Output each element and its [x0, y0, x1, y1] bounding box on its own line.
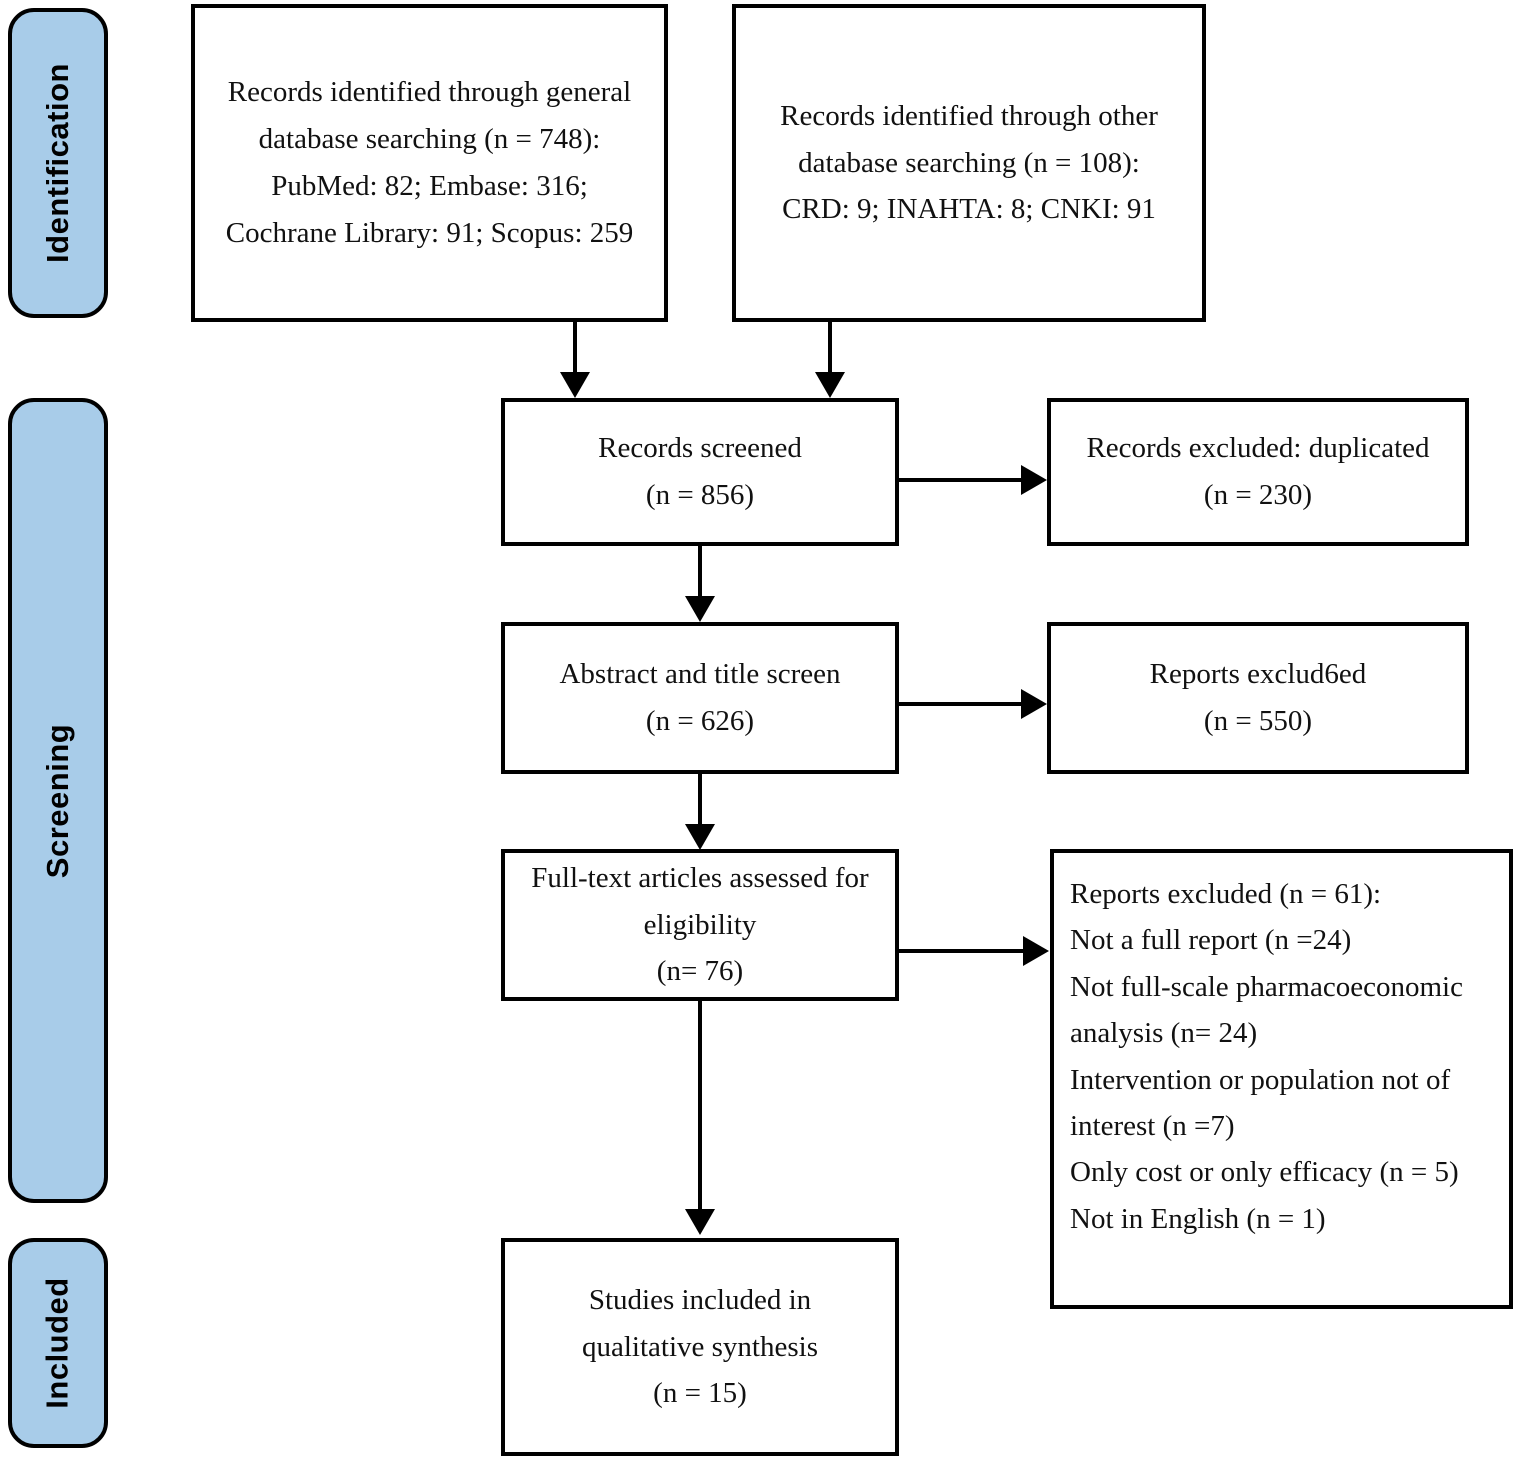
stage-bar-included: Included	[8, 1238, 108, 1448]
arrowhead-screened-to-excluded	[1021, 465, 1047, 495]
box-records-screened: Records screened (n = 856)	[501, 398, 899, 546]
box-line: (n= 76)	[656, 955, 744, 988]
box-line: Records excluded: duplicated	[1086, 432, 1430, 465]
box-line: Studies included in	[588, 1283, 812, 1316]
box-studies-included: Studies included in qualitative synthesi…	[501, 1238, 899, 1456]
stage-label-included: Included	[40, 1277, 76, 1409]
box-fulltext-articles-assessed: Full-text articles assessed for eligibil…	[501, 849, 899, 1001]
stage-label-identification: Identification	[40, 63, 76, 263]
connector-screened-to-abstract	[698, 546, 702, 598]
box-line: Only cost or only efficacy (n = 5)	[1070, 1156, 1459, 1189]
box-line: PubMed: 82; Embase: 316;	[271, 170, 588, 202]
connector-fulltext-to-exclusion-reasons	[899, 949, 1025, 953]
box-line: eligibility	[643, 908, 757, 941]
box-line: qualitative synthesis	[582, 1330, 818, 1363]
box-line: database searching (n = 748):	[258, 123, 601, 156]
box-line: (n = 230)	[1203, 479, 1313, 511]
arrowhead-fulltext-to-included	[685, 1209, 715, 1235]
box-line: Records screened	[598, 432, 802, 465]
box-line: analysis (n= 24)	[1070, 1017, 1258, 1050]
box-line: (n = 856)	[645, 479, 755, 511]
connector-general-db-to-screened	[573, 322, 577, 374]
connector-other-db-to-screened	[828, 322, 832, 374]
box-line: CRD: 9; INAHTA: 8; CNKI: 91	[782, 193, 1156, 226]
box-line: interest (n =7)	[1070, 1109, 1235, 1142]
arrowhead-abstract-to-reports-excluded	[1021, 689, 1047, 719]
box-line: Cochrane Library: 91; Scopus: 259	[225, 216, 634, 249]
box-line: Reports exclud6ed	[1149, 658, 1367, 691]
arrowhead-general-db-to-screened	[560, 372, 590, 398]
box-records-identified-general-database: Records identified through general datab…	[191, 4, 668, 322]
box-line: (n = 626)	[645, 705, 755, 737]
box-line: Intervention or population not of	[1070, 1063, 1451, 1096]
box-line: Reports excluded (n = 61):	[1070, 878, 1382, 910]
box-records-excluded-duplicated: Records excluded: duplicated (n = 230)	[1047, 398, 1469, 546]
arrowhead-fulltext-to-exclusion-reasons	[1023, 936, 1049, 966]
stage-label-screening: Screening	[40, 723, 76, 878]
connector-screened-to-excluded	[899, 478, 1023, 482]
box-line: Records identified through general	[227, 76, 632, 109]
arrowhead-other-db-to-screened	[815, 372, 845, 398]
box-line: Full-text articles assessed for	[531, 861, 869, 894]
box-exclusion-reasons: Reports excluded (n = 61): Not a full re…	[1050, 849, 1513, 1309]
arrowhead-screened-to-abstract	[685, 596, 715, 622]
stage-bar-identification: Identification	[8, 8, 108, 318]
connector-fulltext-to-included	[698, 1001, 702, 1211]
box-records-identified-other-database: Records identified through other databas…	[732, 4, 1206, 322]
box-line: database searching (n = 108):	[798, 146, 1140, 179]
connector-abstract-to-reports-excluded	[899, 702, 1023, 706]
arrowhead-abstract-to-fulltext	[685, 824, 715, 850]
box-line: Not a full report (n =24)	[1070, 924, 1352, 957]
box-line: (n = 15)	[653, 1377, 747, 1410]
connector-abstract-to-fulltext	[698, 774, 702, 826]
box-line: Abstract and title screen	[559, 658, 841, 691]
box-line: Records identified through other	[780, 99, 1158, 132]
box-line: (n = 550)	[1203, 705, 1313, 737]
box-reports-excluded: Reports exclud6ed (n = 550)	[1047, 622, 1469, 774]
box-line: Not in English (n = 1)	[1070, 1202, 1326, 1235]
box-abstract-and-title-screen: Abstract and title screen (n = 626)	[501, 622, 899, 774]
box-line: Not full-scale pharmacoeconomic	[1070, 970, 1463, 1003]
stage-bar-screening: Screening	[8, 398, 108, 1203]
